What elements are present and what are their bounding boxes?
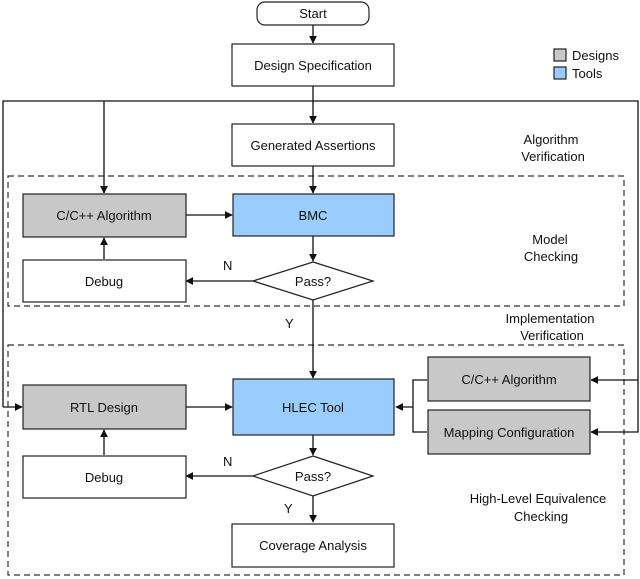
rtl-design-label: RTL Design — [70, 400, 138, 415]
design-spec-node — [231, 43, 395, 87]
hlec-region — [7, 344, 625, 576]
algorithm-verification-line2: Verification — [521, 149, 585, 164]
model-checking-region — [7, 175, 625, 307]
coverage-analysis-node — [231, 523, 395, 568]
edge-label-n-bottom: N — [223, 454, 232, 469]
cpp-algorithm-right-node — [427, 356, 591, 402]
hlec-section-line2: Checking — [514, 509, 568, 524]
hlec-tool-node — [232, 378, 395, 436]
edge-label-n-top: N — [223, 258, 232, 273]
legend-tools-swatch — [553, 66, 567, 80]
rtl-design-node — [22, 384, 187, 430]
generated-assertions-node — [231, 123, 395, 167]
algorithm-verification-line1: Algorithm — [524, 132, 579, 147]
connectors — [2, 25, 639, 523]
implementation-verification-line2: Verification — [520, 328, 584, 343]
model-checking-line2: Checking — [524, 249, 578, 264]
implementation-verification-line1: Implementation — [506, 311, 595, 326]
pass-top-label: Pass? — [295, 274, 331, 289]
debug-bottom-node — [22, 455, 187, 499]
cpp-algorithm-right-label: C/C++ Algorithm — [461, 372, 556, 387]
generated-assertions-label: Generated Assertions — [250, 138, 376, 153]
edge-to-mapping — [590, 380, 639, 436]
pass-bottom-decision — [251, 455, 375, 497]
hlec-section-line1: High-Level Equivalence — [470, 491, 607, 506]
coverage-analysis-label: Coverage Analysis — [259, 538, 367, 553]
legend-designs-swatch — [553, 48, 567, 62]
start-node — [256, 1, 370, 26]
mapping-configuration-label: Mapping Configuration — [444, 425, 575, 440]
edge-right-bracket — [412, 379, 427, 433]
edge-label-y-bottom: Y — [284, 501, 293, 516]
design-spec-label: Design Specification — [254, 58, 372, 73]
edge-spec-loop — [2, 100, 639, 407]
debug-top-label: Debug — [85, 274, 123, 289]
cpp-algorithm-top-node — [22, 193, 187, 238]
model-checking-line1: Model — [532, 232, 568, 247]
legend-tools-label: Tools — [572, 66, 603, 81]
legend-designs-label: Designs — [572, 48, 619, 63]
debug-top-node — [22, 259, 187, 303]
cpp-algorithm-top-label: C/C++ Algorithm — [56, 208, 151, 223]
pass-top-decision — [251, 261, 375, 301]
hlec-tool-label: HLEC Tool — [282, 400, 344, 415]
debug-bottom-label: Debug — [85, 470, 123, 485]
mapping-configuration-node — [427, 409, 591, 455]
bmc-node — [232, 193, 395, 237]
bmc-label: BMC — [299, 208, 328, 223]
edge-label-y-top: Y — [285, 316, 294, 331]
pass-bottom-label: Pass? — [295, 469, 331, 484]
start-label: Start — [299, 6, 327, 21]
